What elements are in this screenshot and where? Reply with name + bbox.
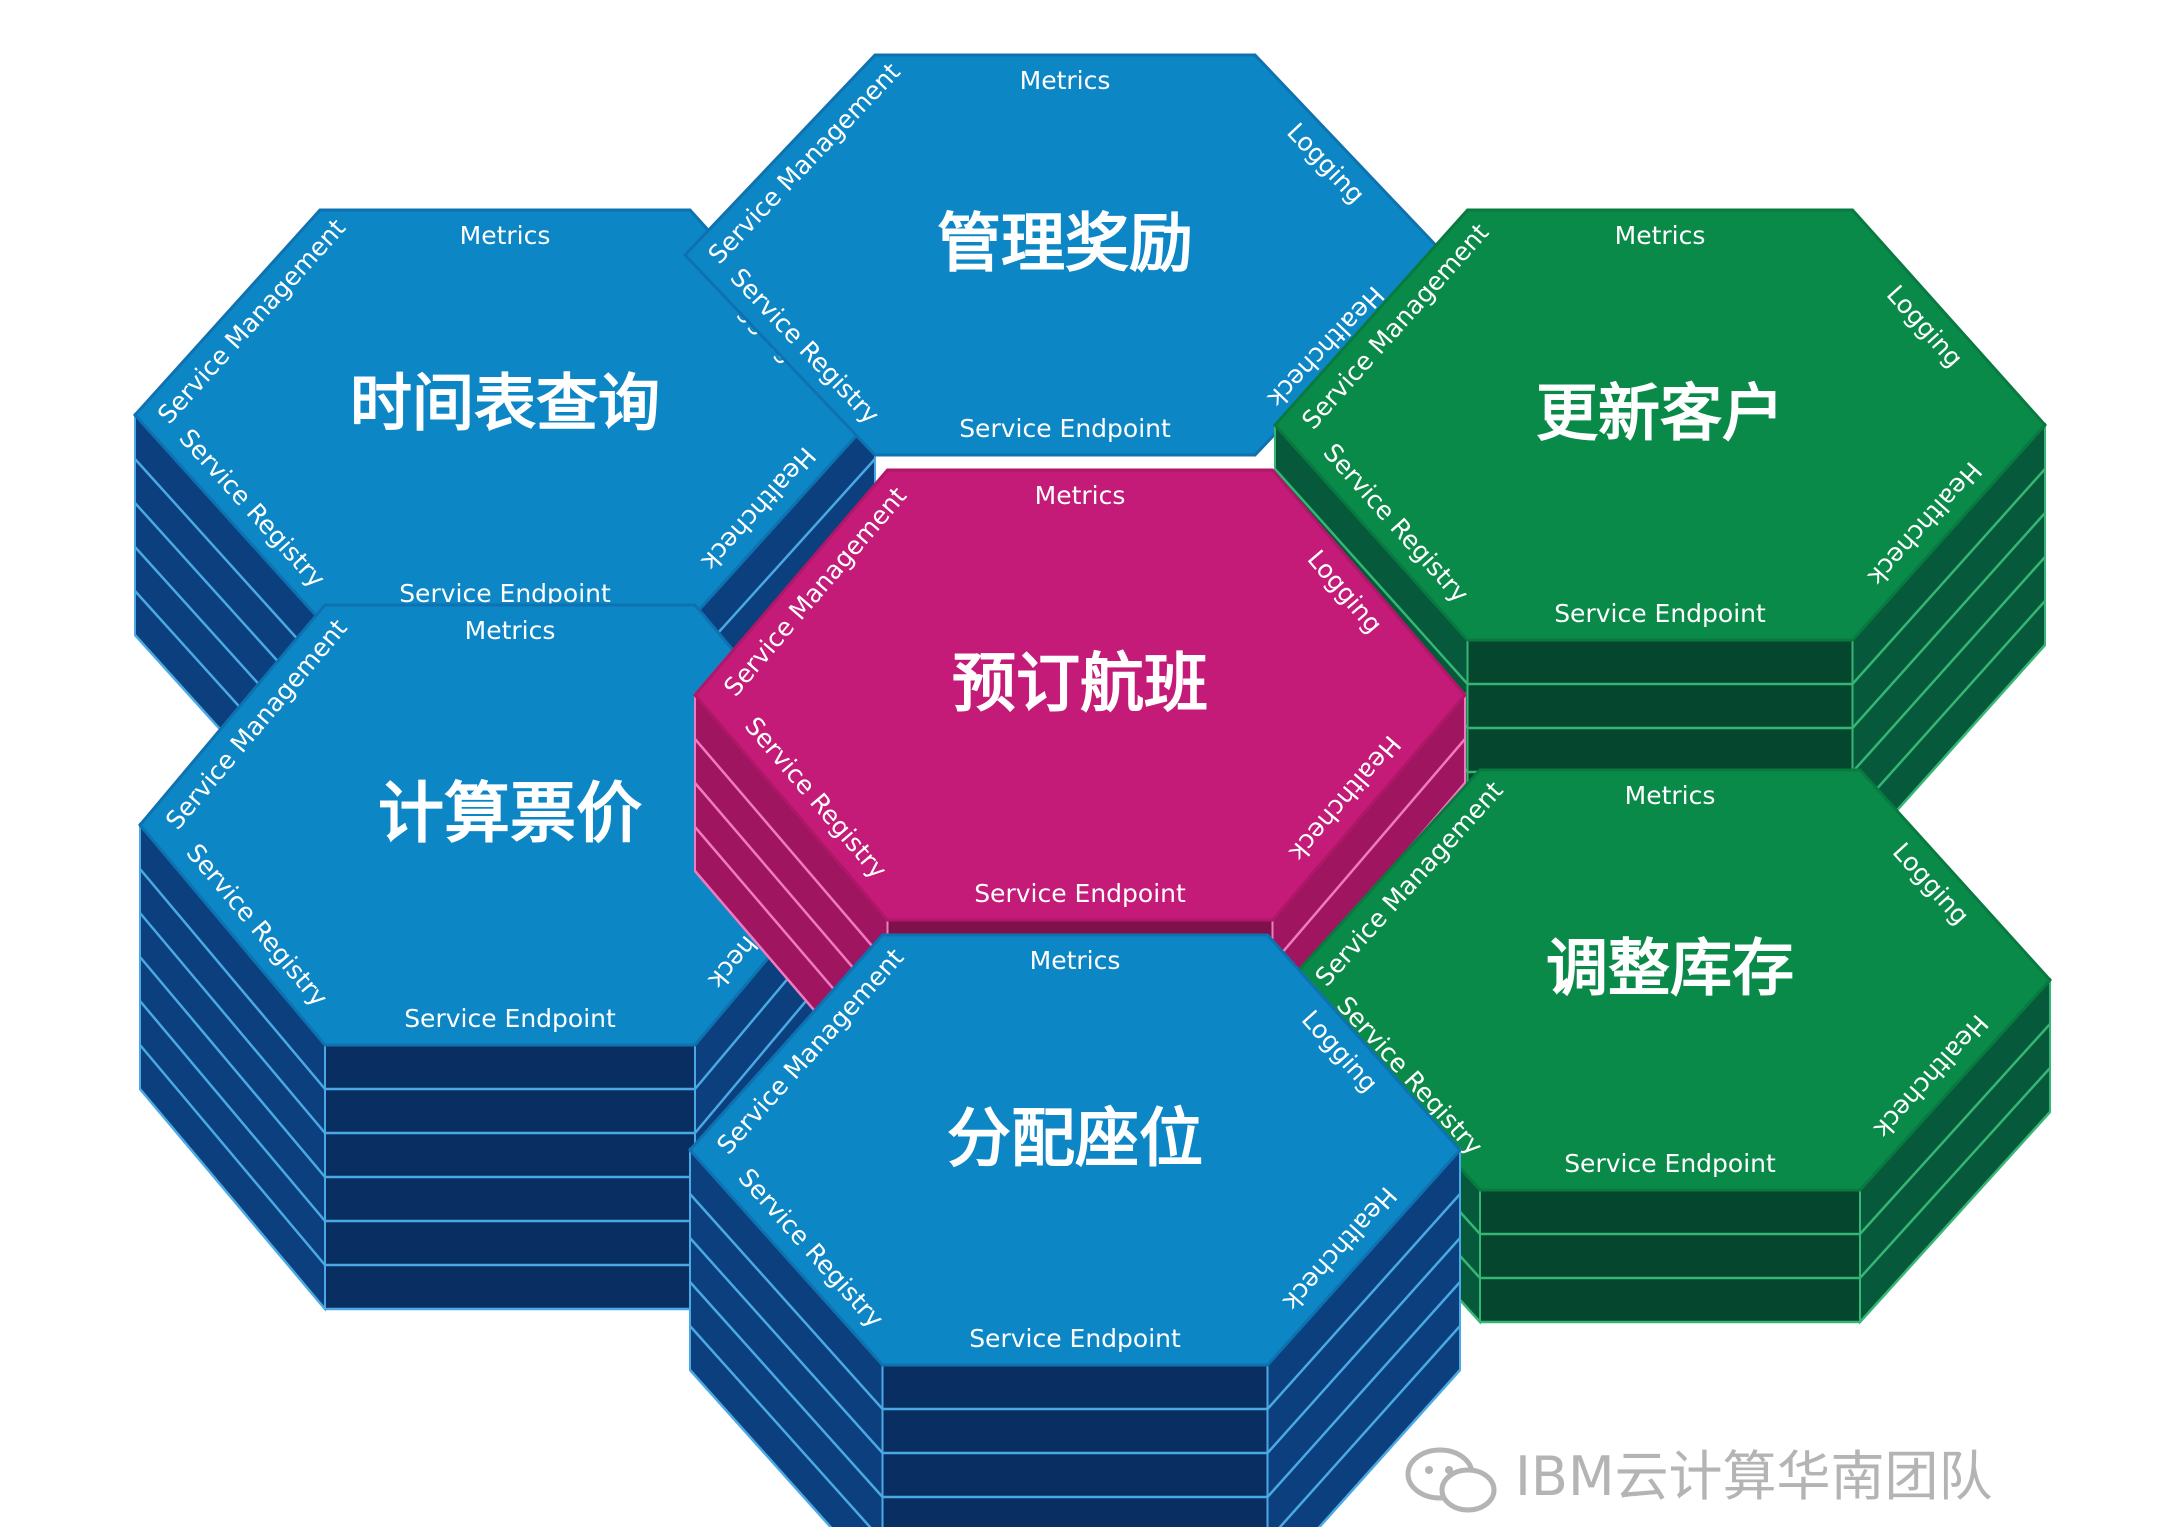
stack-layer-line bbox=[1274, 468, 2046, 686]
hexagon-top-face bbox=[693, 468, 1467, 922]
edge-label-endpoint: Service Endpoint bbox=[404, 1004, 616, 1033]
watermark: IBM云计算华南团队 bbox=[1405, 1445, 1993, 1513]
hexagon-top-face bbox=[1272, 208, 2048, 642]
service-title: 调整库存 bbox=[1546, 932, 1794, 1005]
service-title: 时间表查询 bbox=[350, 367, 660, 440]
edge-label-endpoint: Service Endpoint bbox=[1554, 599, 1766, 628]
stack-layer-line bbox=[689, 1237, 1461, 1455]
stack-side-face bbox=[1479, 1189, 1861, 1323]
edge-label-endpoint: Service Endpoint bbox=[959, 414, 1171, 443]
edge-label-endpoint: Service Endpoint bbox=[399, 579, 611, 608]
stack-layer-line bbox=[689, 1369, 1461, 1527]
service-title: 计算票价 bbox=[378, 775, 642, 852]
stack-layer-line bbox=[689, 1281, 1461, 1499]
stack-layer-line bbox=[139, 912, 881, 1135]
service-title: 更新客户 bbox=[1536, 377, 1784, 450]
edge-label-endpoint: Service Endpoint bbox=[974, 879, 1186, 908]
hexagon-top-face bbox=[682, 53, 1448, 457]
edge-label-metrics: Metrics bbox=[1035, 481, 1126, 510]
edge-label-metrics: Metrics bbox=[1020, 66, 1111, 95]
edge-label-endpoint: Service Endpoint bbox=[969, 1324, 1181, 1353]
service-title: 管理奖励 bbox=[937, 207, 1193, 281]
hexagon-top-face bbox=[687, 933, 1463, 1367]
watermark-text: IBM云计算华南团队 bbox=[1515, 1445, 1993, 1508]
edge-label-metrics: Metrics bbox=[460, 221, 551, 250]
edge-label-metrics: Metrics bbox=[1615, 221, 1706, 250]
service-title: 分配座位 bbox=[947, 1102, 1203, 1176]
stack-layer-line bbox=[689, 1193, 1461, 1411]
edge-label-metrics: Metrics bbox=[1030, 946, 1121, 975]
wechat-icon bbox=[1405, 1447, 1497, 1513]
edge-label-endpoint: Service Endpoint bbox=[1564, 1149, 1776, 1178]
edge-label-metrics: Metrics bbox=[465, 616, 556, 645]
service-title: 预订航班 bbox=[952, 647, 1208, 721]
stack-side-face bbox=[881, 1364, 1269, 1527]
stack-layer-line bbox=[689, 1325, 1461, 1527]
edge-label-metrics: Metrics bbox=[1625, 781, 1716, 810]
service-hexagon-pricing: 计算票价MetricsLoggingHealthcheckService End… bbox=[138, 603, 882, 1312]
